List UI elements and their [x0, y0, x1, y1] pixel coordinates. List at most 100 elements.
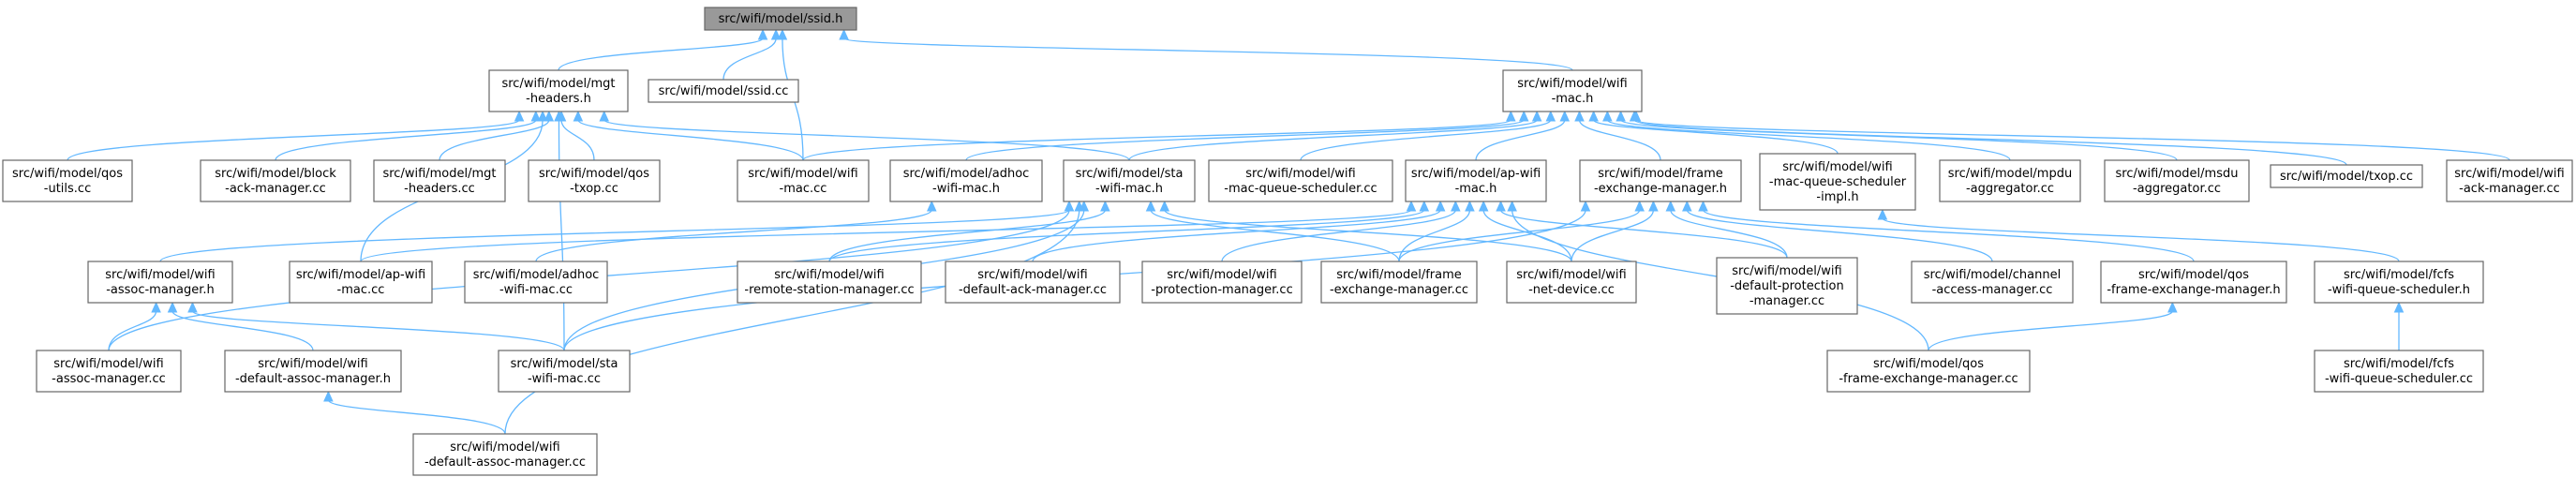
- edge-line: [1571, 209, 1655, 262]
- edge-mgt_headers_h-to-ssid_h: [558, 28, 768, 71]
- node-channel-access-manager-cc[interactable]: src/wifi/model/channel-access-manager.cc: [1911, 261, 2074, 304]
- edge-line: [1578, 119, 1661, 161]
- node-sta-wifi-mac-cc[interactable]: src/wifi/model/sta-wifi-mac.cc: [498, 350, 631, 393]
- edge-line: [1300, 119, 1552, 161]
- node-wifi-mac-cc[interactable]: src/wifi/model/wifi-mac.cc: [737, 159, 870, 202]
- node-label-line: src/wifi/model/wifi: [105, 268, 215, 282]
- node-box: [1063, 159, 1196, 202]
- edge-arrowhead: [1588, 110, 1599, 122]
- node-qos-txop-cc[interactable]: src/wifi/model/qos-txop.cc: [528, 159, 661, 202]
- node-msdu-aggregator-cc[interactable]: src/wifi/model/msdu-aggregator.cc: [2104, 159, 2250, 202]
- node-sta-wifi-mac-h[interactable]: src/wifi/model/sta-wifi-mac.h: [1063, 159, 1196, 202]
- node-label-line: src/wifi/model/mgt: [501, 77, 615, 91]
- node-box: [1579, 159, 1742, 202]
- node-frame-exchange-manager-cc[interactable]: src/wifi/model/frame-exchange-manager.cc: [1320, 261, 1478, 304]
- edge-line: [1482, 209, 1572, 262]
- edge-arrowhead: [839, 28, 849, 40]
- node-remote-station-manager-cc[interactable]: src/wifi/model/wifi-remote-station-manag…: [737, 261, 922, 304]
- edge-arrowhead: [187, 301, 198, 313]
- edge-layer: [67, 28, 2510, 435]
- node-box: [528, 159, 661, 202]
- node-qos-utils-cc[interactable]: src/wifi/model/qos-utils.cc: [2, 159, 133, 202]
- edge-line: [1635, 119, 2510, 161]
- node-box: [2104, 159, 2250, 202]
- node-wifi-mac-h[interactable]: src/wifi/model/wifi-mac.h: [1502, 69, 1643, 112]
- node-fcfs-scheduler-h[interactable]: src/wifi/model/fcfs-wifi-queue-scheduler…: [2314, 261, 2484, 304]
- edge-line: [1221, 209, 1456, 262]
- node-ack-manager-cc[interactable]: src/wifi/model/wifi-ack-manager.cc: [2446, 159, 2573, 202]
- node-default-ack-manager-cc[interactable]: src/wifi/model/wifi-default-ack-manager.…: [945, 261, 1121, 304]
- node-block-ack-manager-cc[interactable]: src/wifi/model/block-ack-manager.cc: [200, 159, 351, 202]
- node-label-line: src/wifi/model/mgt: [382, 167, 496, 181]
- node-mgt-headers-cc[interactable]: src/wifi/model/mgt-headers.cc: [373, 159, 506, 202]
- node-label-line: src/wifi/model/wifi: [1517, 77, 1627, 91]
- node-label-line: -mac.h: [1455, 182, 1497, 196]
- edge-arrowhead: [1574, 110, 1585, 122]
- node-fcfs-scheduler-cc[interactable]: src/wifi/model/fcfs-wifi-queue-scheduler…: [2314, 350, 2484, 393]
- node-box: [2446, 159, 2573, 202]
- node-mgt-headers-h[interactable]: src/wifi/model/mgt-headers.h: [488, 69, 629, 112]
- node-mac-queue-scheduler-cc[interactable]: src/wifi/model/wifi-mac-queue-scheduler.…: [1208, 159, 1393, 202]
- node-label-line: src/wifi/model/wifi: [1245, 167, 1355, 181]
- edge-sta_wifi_mac_cc-to-mgt_headers_h: [554, 110, 565, 351]
- node-adhoc-wifi-mac-h[interactable]: src/wifi/model/adhoc-wifi-mac.h: [889, 159, 1043, 202]
- edge-block_ack_manager_cc-to-mgt_headers_h: [275, 110, 542, 161]
- node-default-assoc-manager-cc[interactable]: src/wifi/model/wifi-default-assoc-manage…: [412, 433, 598, 476]
- node-adhoc-wifi-mac-cc[interactable]: src/wifi/model/adhoc-wifi-mac.cc: [464, 261, 608, 304]
- edge-line: [1164, 209, 1572, 262]
- node-label-line: src/wifi/model/msdu: [2116, 167, 2239, 181]
- node-mpdu-aggregator-cc[interactable]: src/wifi/model/mpdu-aggregator.cc: [1939, 159, 2081, 202]
- node-label-line: -manager.cc: [1750, 294, 1824, 308]
- edge-line: [560, 119, 595, 161]
- node-layer: src/wifi/model/ssid.hsrc/wifi/model/mgt-…: [2, 7, 2573, 476]
- edge-arrowhead: [1506, 110, 1516, 122]
- node-label-line: src/wifi/model/fcfs: [2344, 357, 2454, 371]
- node-default-protection-manager-cc[interactable]: src/wifi/model/wifi-default-protection-m…: [1716, 257, 1858, 315]
- edge-line: [558, 119, 565, 351]
- edge-mgt_headers_cc-to-mgt_headers_h: [439, 110, 555, 161]
- node-label-line: -assoc-manager.cc: [52, 372, 166, 386]
- node-box: [1759, 153, 1916, 211]
- edge-arrowhead: [537, 110, 548, 122]
- node-box: [1826, 350, 2031, 393]
- node-label-line: -headers.h: [526, 92, 591, 106]
- edge-arrowhead: [1145, 200, 1156, 212]
- edge-ssid_cc-to-ssid_h: [722, 28, 782, 81]
- node-label-line: src/wifi/model/block: [215, 167, 336, 181]
- node-qos-fem-h[interactable]: src/wifi/model/qos-frame-exchange-manage…: [2100, 261, 2287, 304]
- node-txop-cc[interactable]: src/wifi/model/txop.cc: [2270, 164, 2423, 188]
- edge-arrowhead: [1698, 200, 1708, 212]
- edge-arrowhead: [543, 110, 555, 122]
- node-box: [488, 69, 629, 112]
- edge-mac_queue_scheduler_cc-to-wifi_mac_h: [1300, 110, 1556, 161]
- node-label-line: -wifi-queue-scheduler.h: [2328, 283, 2470, 297]
- node-assoc-manager-h[interactable]: src/wifi/model/wifi-assoc-manager.h: [87, 261, 233, 304]
- edge-default_assoc_manager_h-to-assoc_manager_h: [167, 301, 314, 351]
- node-label-line: -utils.cc: [44, 182, 91, 196]
- node-mac-queue-scheduler-impl-h[interactable]: src/wifi/model/wifi-mac-queue-scheduler-…: [1759, 153, 1916, 211]
- node-assoc-manager-cc[interactable]: src/wifi/model/wifi-assoc-manager.cc: [36, 350, 182, 393]
- node-ssid-cc[interactable]: src/wifi/model/ssid.cc: [648, 79, 799, 103]
- node-net-device-cc[interactable]: src/wifi/model/wifi-net-device.cc: [1506, 261, 1637, 304]
- node-label-line: src/wifi/model/wifi: [774, 268, 884, 282]
- edge-line: [802, 119, 1511, 161]
- edge-ack_manager_cc-to-wifi_mac_h: [1630, 110, 2510, 161]
- node-box: [1716, 257, 1858, 315]
- edge-assoc_manager_cc-to-assoc_manager_h: [108, 301, 161, 351]
- node-ap-wifi-mac-cc[interactable]: src/wifi/model/ap-wifi-mac.cc: [289, 261, 433, 304]
- node-frame-exchange-manager-h[interactable]: src/wifi/model/frame-exchange-manager.h: [1579, 159, 1742, 202]
- node-protection-manager-cc[interactable]: src/wifi/model/wifi-protection-manager.c…: [1141, 261, 1303, 304]
- node-label-line: -access-manager.cc: [1932, 283, 2053, 297]
- node-default-assoc-manager-h[interactable]: src/wifi/model/wifi-default-assoc-manage…: [224, 350, 402, 393]
- node-box: [2314, 261, 2484, 304]
- edge-arrowhead: [1074, 200, 1084, 212]
- node-label-line: -frame-exchange-manager.h: [2107, 283, 2280, 297]
- node-ssid-h[interactable]: src/wifi/model/ssid.h: [704, 7, 857, 31]
- node-label-line: -mac.h: [1552, 92, 1594, 106]
- node-ap-wifi-mac-h[interactable]: src/wifi/model/ap-wifi-mac.h: [1405, 159, 1547, 202]
- edge-remote_station_manager_cc-to-ap_wifi_mac_h: [828, 200, 1430, 262]
- node-qos-fem-cc[interactable]: src/wifi/model/qos-frame-exchange-manage…: [1826, 350, 2031, 393]
- edge-ap_wifi_mac_h-to-wifi_mac_h: [1475, 110, 1571, 161]
- node-label-line: src/wifi/model/mpdu: [1948, 167, 2072, 181]
